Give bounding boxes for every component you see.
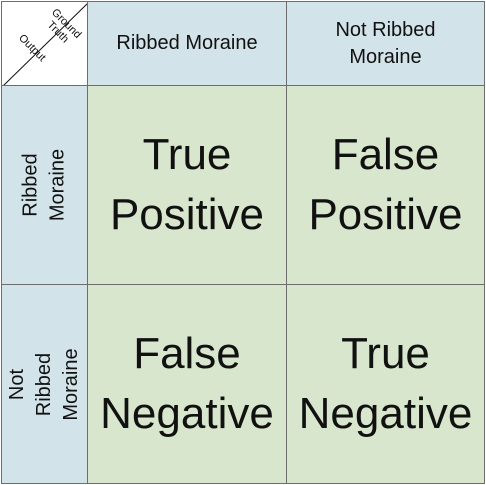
- column-header-not-ribbed-moraine: Not Ribbed Moraine: [286, 1, 485, 86]
- cell-false-negative: False Negative: [87, 284, 287, 484]
- column-header-ribbed-moraine: Ribbed Moraine: [87, 1, 287, 86]
- row-header-label: Not Ribbed Moraine: [6, 347, 82, 421]
- column-header-label: Ribbed Moraine: [116, 32, 258, 54]
- cell-label: False Positive: [308, 130, 463, 239]
- row-header-ribbed-moraine: Ribbed Moraine: [1, 85, 88, 285]
- matrix-corner: Ground Truth Output: [1, 1, 89, 87]
- cell-label: True Negative: [298, 329, 473, 438]
- cell-label: True Positive: [109, 130, 265, 239]
- column-header-label: Not Ribbed Moraine: [335, 18, 436, 68]
- row-header-label: Ribbed Moraine: [19, 148, 69, 222]
- cell-true-positive: True Positive: [87, 85, 287, 285]
- row-header-not-ribbed-moraine: Not Ribbed Moraine: [1, 284, 88, 484]
- cell-true-negative: True Negative: [286, 284, 485, 484]
- cell-label: False Negative: [100, 329, 274, 438]
- corner-diagonal-line: [2, 2, 89, 87]
- cell-false-positive: False Positive: [286, 85, 485, 285]
